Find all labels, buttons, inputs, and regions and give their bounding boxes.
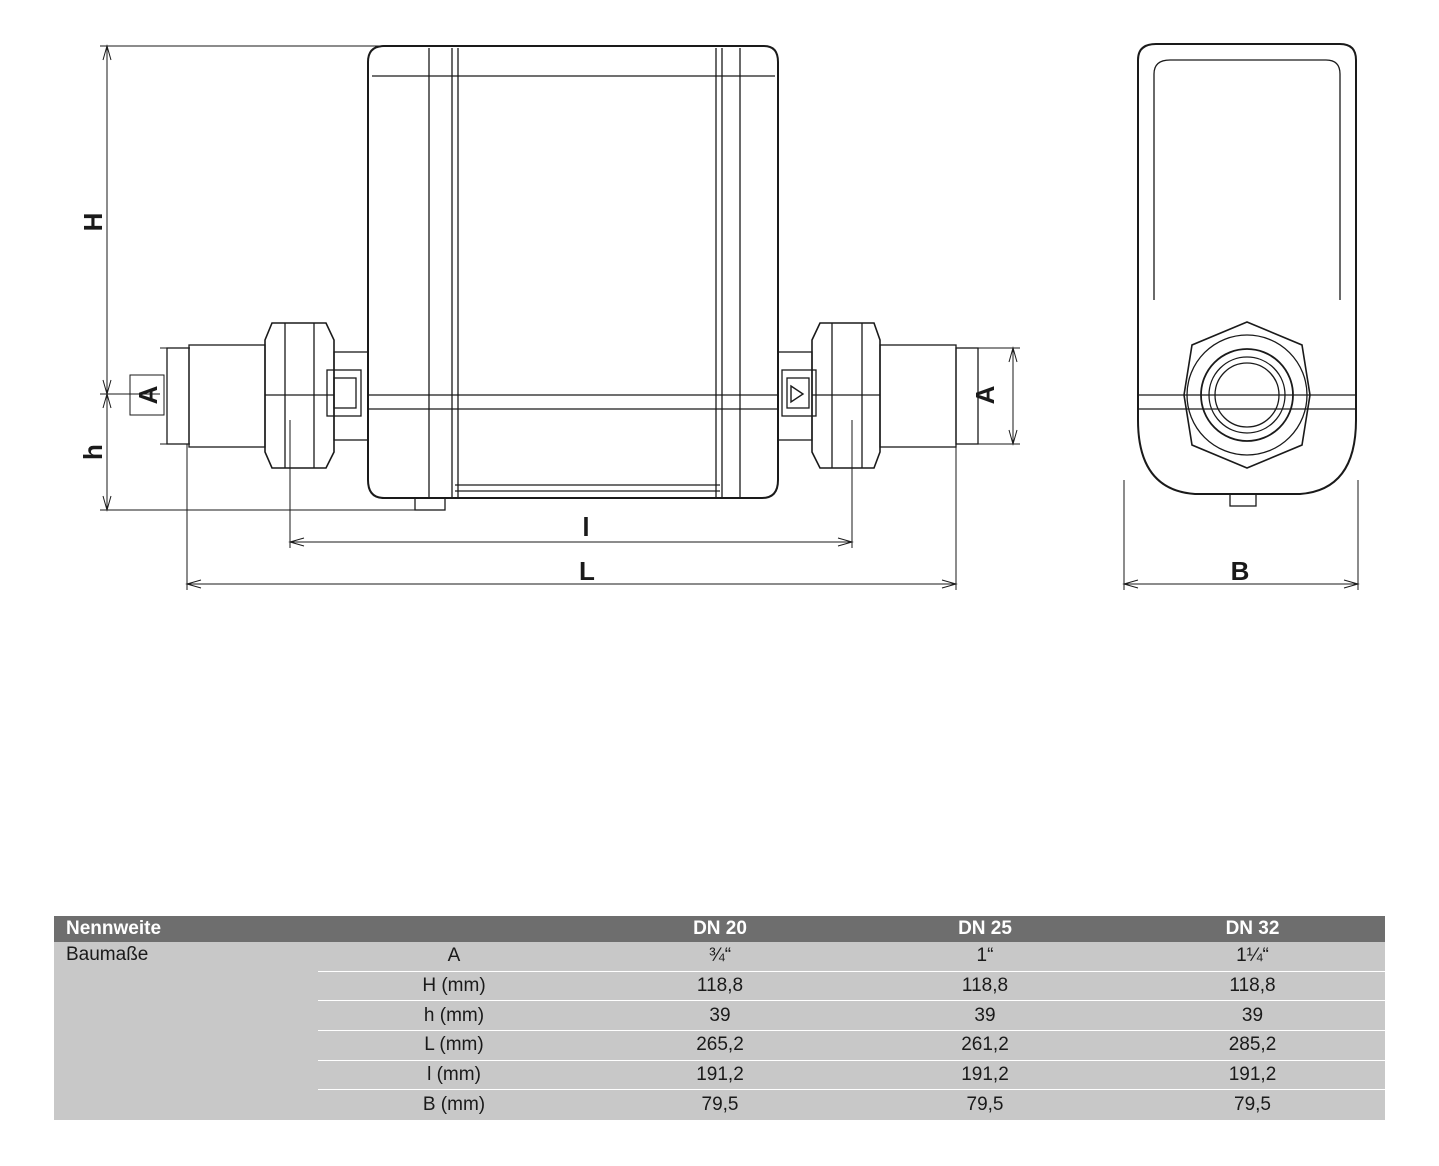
table-row: h (mm) 39 39 39 [318,1001,1385,1031]
dim-label-B: B [1231,556,1250,586]
cell-dn25: 39 [974,1004,996,1026]
table-row: L (mm) 265,2 261,2 285,2 [318,1031,1385,1061]
cell-dn20: 79,5 [701,1094,739,1116]
cell-param: A [447,945,461,967]
dim-label-L: L [579,556,595,586]
cell-dn25: 191,2 [961,1063,1009,1085]
cell-param: B (mm) [422,1094,486,1116]
cell-dn25: 79,5 [966,1094,1004,1116]
table-header: Nennweite DN 20 DN 25 DN 32 [54,916,1385,942]
cell-dn25: 118,8 [961,974,1009,996]
cell-dn20: 191,2 [696,1063,744,1085]
cell-dn32: 1¼“ [1236,945,1269,967]
dim-label-h: h [78,444,108,460]
cell-dn20: 39 [709,1004,731,1026]
table-row: A ¾“ 1“ 1¼“ [318,942,1385,972]
dim-label-H: H [78,213,108,232]
table-row: l (mm) 191,2 191,2 191,2 [318,1061,1385,1091]
header-nennweite: Nennweite [66,918,162,939]
cell-param: l (mm) [427,1063,481,1085]
cell-param: h (mm) [423,1004,485,1026]
cell-dn20: 118,8 [696,974,744,996]
cell-dn32: 79,5 [1234,1094,1271,1116]
table-row: H (mm) 118,8 118,8 118,8 [318,972,1385,1002]
dim-label-l: l [582,512,589,542]
cell-param: H (mm) [422,974,486,996]
table-row: B (mm) 79,5 79,5 79,5 [318,1090,1385,1120]
cell-dn20: ¾“ [708,945,732,967]
dim-label-A-left: A [133,385,163,404]
cell-dn25: 1“ [976,945,994,967]
front-view [166,45,979,511]
dim-label-A-right: A [970,385,1000,404]
cell-dn32: 285,2 [1228,1034,1277,1056]
header-dn32: DN 32 [1225,918,1280,939]
cell-dn25: 261,2 [961,1034,1009,1056]
technical-drawing: H h A A l L B [78,43,1360,590]
cell-dn32: 118,8 [1229,974,1276,996]
table-body: Baumaße A ¾“ 1“ 1¼“ H (mm) 118,8 118,8 1… [54,942,1385,1120]
dimension-lines [100,44,1360,590]
side-view [1137,43,1357,507]
dimension-labels: H h A A l L B [78,213,1249,586]
group-label-baumasse: Baumaße [66,944,149,965]
cell-param: L (mm) [424,1034,484,1056]
header-dn20: DN 20 [693,918,747,939]
dimensions-table: Nennweite DN 20 DN 25 DN 32 Baumaße A ¾“… [54,916,1385,1120]
header-dn25: DN 25 [958,918,1012,939]
cell-dn32: 191,2 [1228,1063,1277,1085]
cell-dn32: 39 [1241,1004,1264,1026]
table-rows: A ¾“ 1“ 1¼“ H (mm) 118,8 118,8 118,8 h (… [318,942,1385,1120]
cell-dn20: 265,2 [696,1034,744,1056]
